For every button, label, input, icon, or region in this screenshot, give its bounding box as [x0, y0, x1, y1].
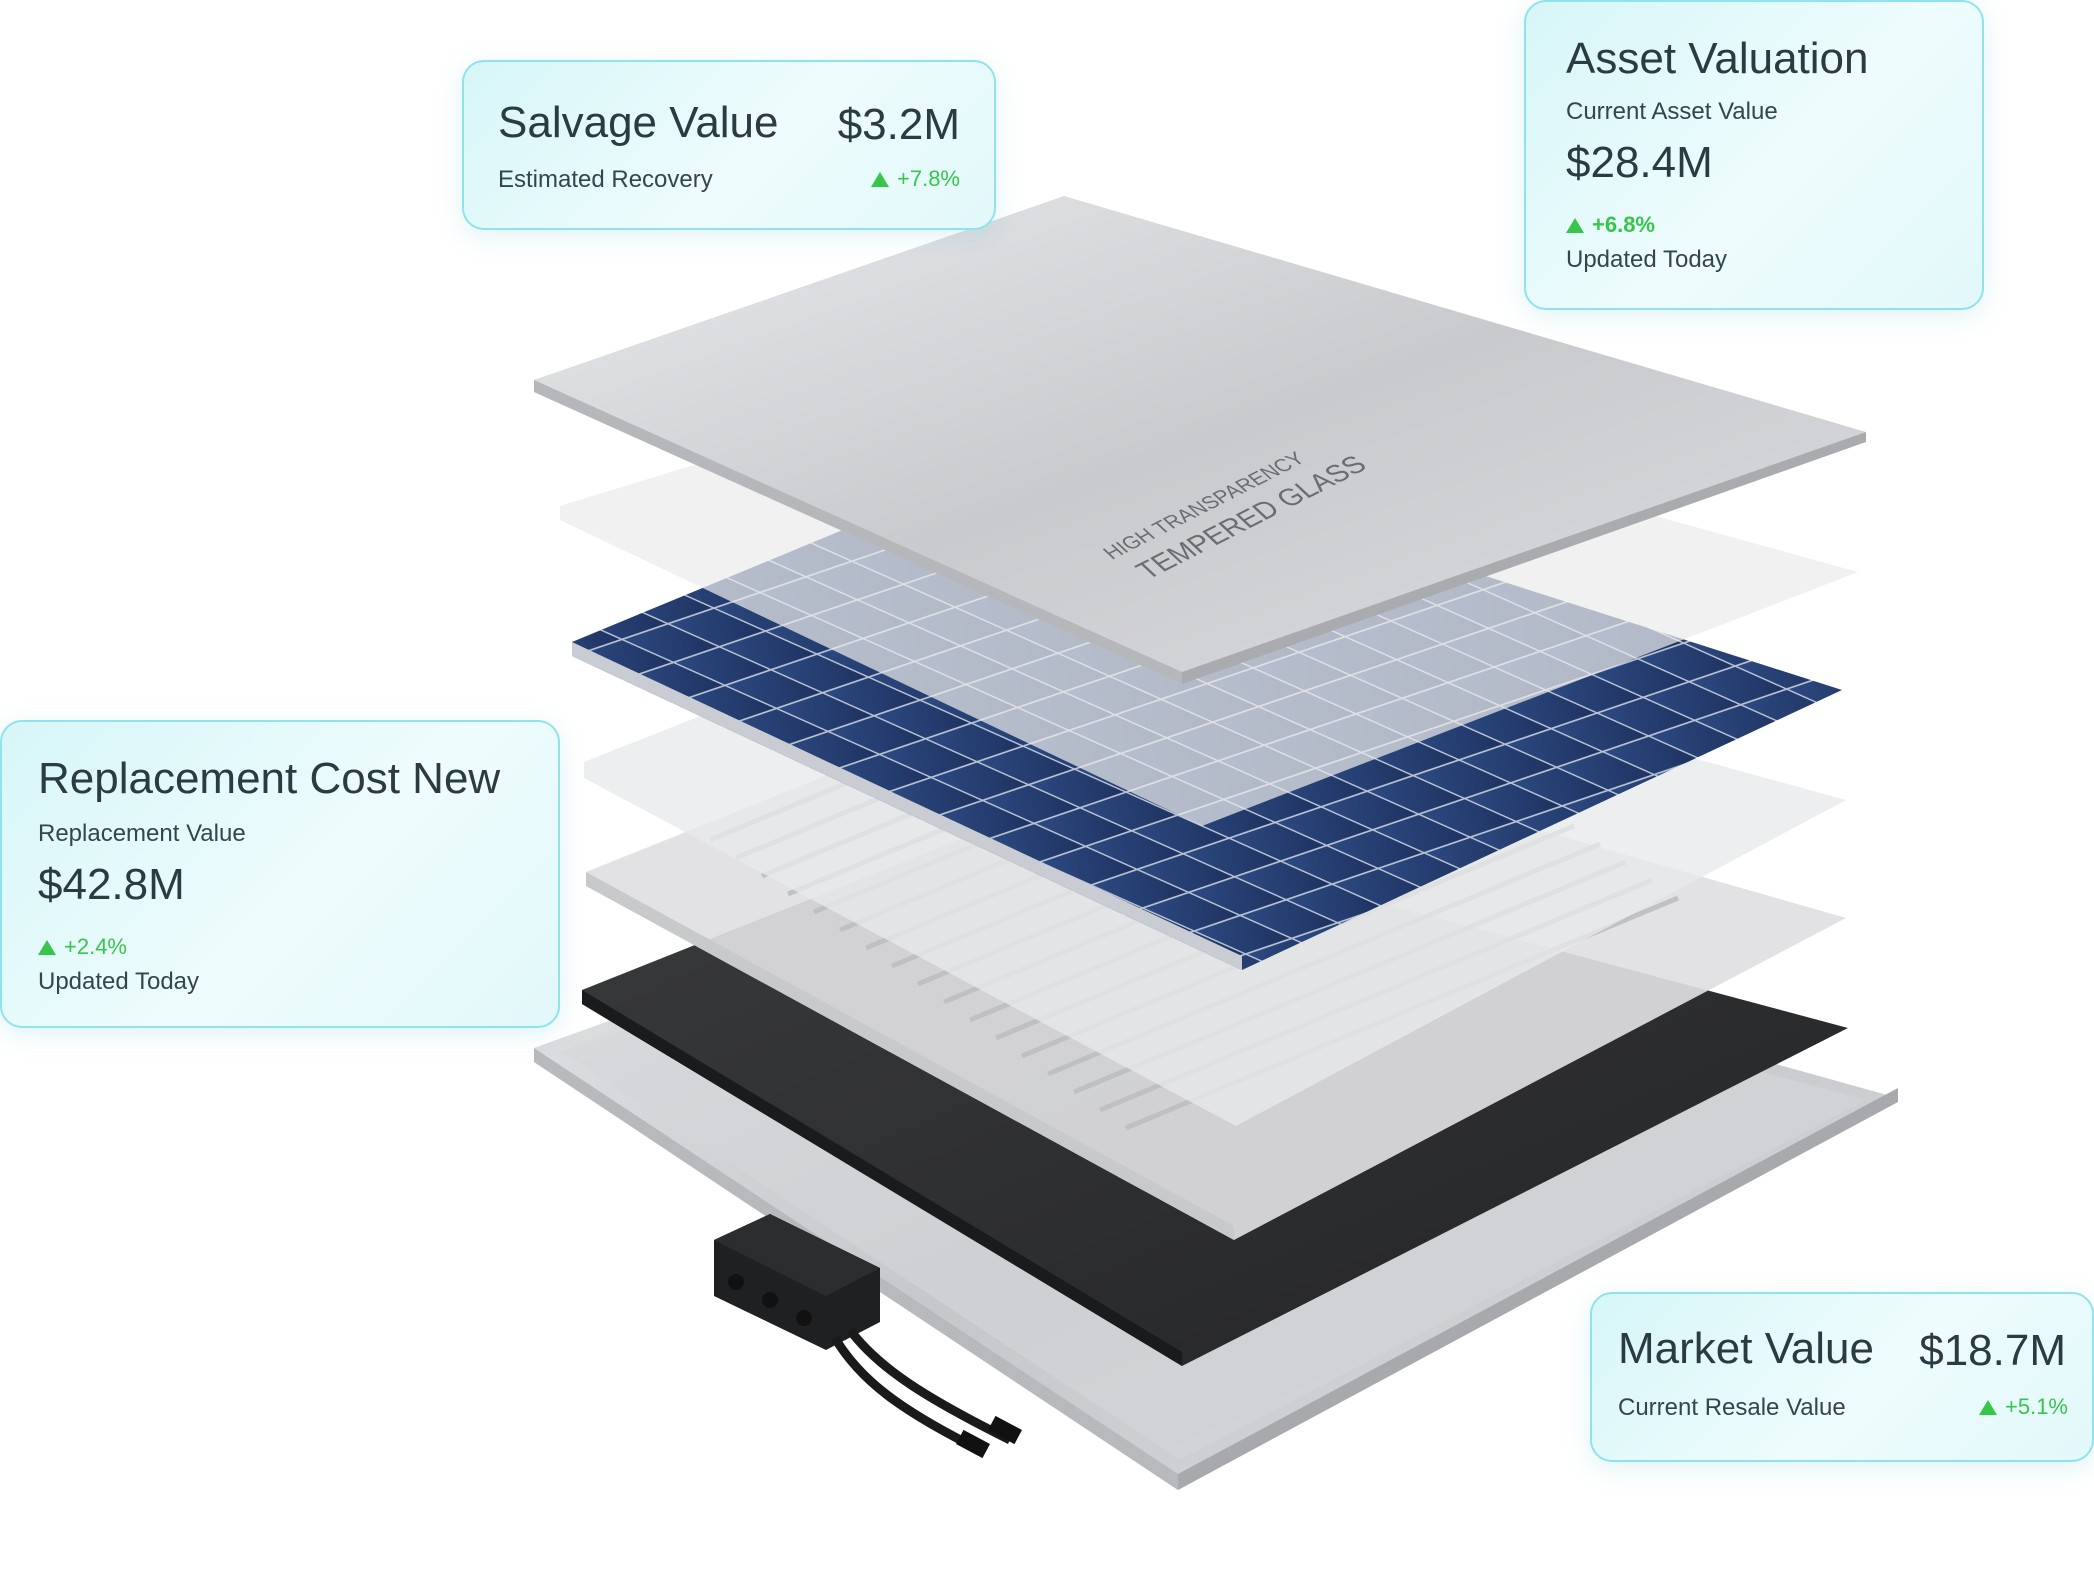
replacement-cost-card[interactable]: Replacement Cost New Replacement Value $… [0, 720, 560, 1028]
asset-change: +6.8% [1566, 212, 1655, 238]
junction-box-icon [714, 1214, 1022, 1459]
salvage-amount: $3.2M [837, 100, 960, 149]
salvage-change-value: +7.8% [897, 166, 960, 191]
replacement-amount: $42.8M [38, 860, 185, 909]
salvage-value-card[interactable]: Salvage Value $3.2M Estimated Recovery +… [462, 60, 996, 230]
salvage-title: Salvage Value [498, 98, 779, 147]
market-change: +5.1% [1979, 1394, 2068, 1420]
asset-subtitle: Current Asset Value [1566, 98, 1778, 125]
market-title: Market Value [1618, 1324, 1874, 1373]
asset-title: Asset Valuation [1566, 34, 1869, 83]
replacement-title: Replacement Cost New [38, 754, 501, 803]
replacement-change: +2.4% [38, 934, 127, 960]
up-arrow-icon [871, 171, 889, 187]
asset-change-value: +6.8% [1592, 212, 1655, 237]
up-arrow-icon [1566, 217, 1584, 233]
market-amount: $18.7M [1919, 1326, 2066, 1375]
salvage-change: +7.8% [871, 166, 960, 192]
replacement-subtitle: Replacement Value [38, 820, 246, 847]
market-value-card[interactable]: Market Value $18.7M Current Resale Value… [1590, 1292, 2094, 1462]
up-arrow-icon [1979, 1399, 1997, 1415]
tempered-glass-sheet: HIGH TRANSPARENCY TEMPERED GLASS [534, 196, 1866, 684]
up-arrow-icon [38, 939, 56, 955]
asset-amount: $28.4M [1566, 138, 1713, 187]
asset-updated: Updated Today [1566, 246, 1728, 273]
asset-valuation-card[interactable]: Asset Valuation Current Asset Value $28.… [1524, 0, 1984, 310]
salvage-subtitle: Estimated Recovery [498, 166, 713, 193]
replacement-updated: Updated Today [38, 968, 200, 995]
market-subtitle: Current Resale Value [1618, 1394, 1846, 1421]
market-change-value: +5.1% [2005, 1394, 2068, 1419]
replacement-change-value: +2.4% [64, 934, 127, 959]
